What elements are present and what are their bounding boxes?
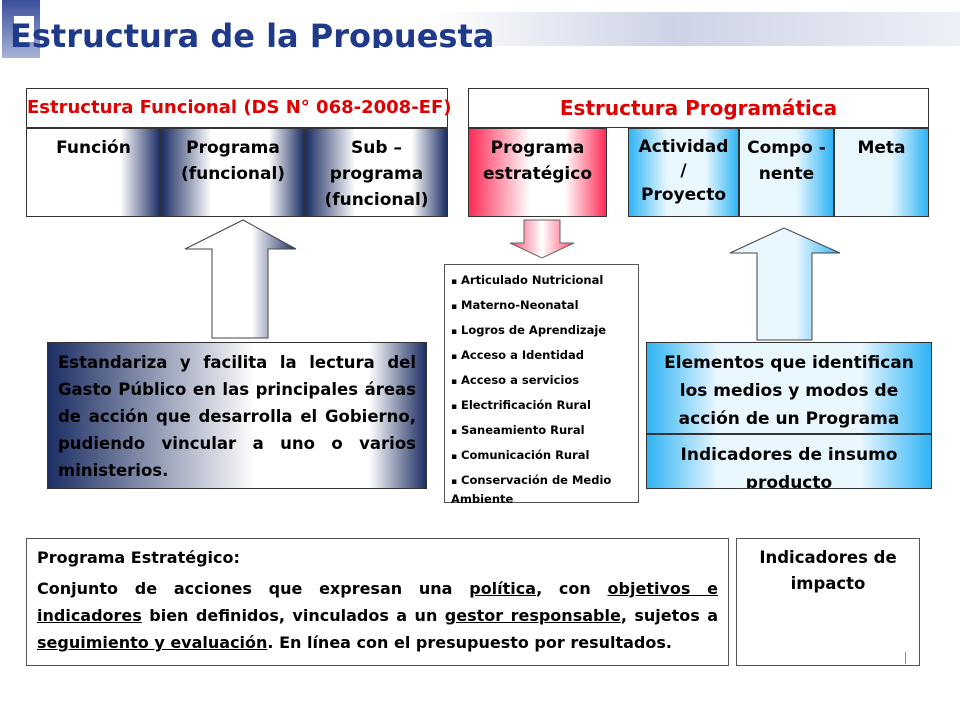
- funcional-cell-programa: Programa (funcional): [161, 128, 305, 217]
- page-tick: [905, 652, 906, 664]
- up-arrow-right-icon: [729, 227, 841, 341]
- bullet-icon: ▪: [451, 277, 458, 287]
- definition-term: seguimiento y evaluación: [37, 633, 268, 652]
- definition-term: política: [469, 579, 537, 598]
- list-item: ▪Logros de Aprendizaje: [451, 319, 632, 344]
- funcional-cell-text: Función: [56, 138, 131, 158]
- definition-segment: , con: [536, 579, 608, 598]
- list-item: ▪Saneamiento Rural: [451, 419, 632, 444]
- funcional-description-text: Estandariza y facilita la lectura del Ga…: [58, 353, 416, 480]
- list-item-label: Comunicación Rural: [461, 448, 590, 462]
- definition-term: gestor responsable: [444, 606, 621, 625]
- list-item: ▪Acceso a servicios: [451, 369, 632, 394]
- list-item-label: Logros de Aprendizaje: [461, 323, 607, 337]
- funcional-cell-text: Programa (funcional): [180, 138, 286, 184]
- impacto-line: impacto: [790, 574, 866, 593]
- indicadores-insumo-box: Indicadores de insumo producto: [646, 434, 932, 489]
- elements-line: acción de un Programa: [678, 409, 900, 429]
- up-arrow-left-icon: [184, 219, 297, 339]
- programa-estrategico-box: Programa Estratégico: Conjunto de accion…: [26, 538, 729, 666]
- program-list-box: ▪Articulado Nutricional ▪Materno-Neonata…: [444, 264, 639, 506]
- bullet-icon: ▪: [451, 452, 458, 462]
- bullet-icon: ▪: [451, 402, 458, 412]
- list-item: ▪Acceso a Identidad: [451, 344, 632, 369]
- definition-term: objetivos e indicadores: [37, 579, 718, 625]
- funcional-header: Estructura Funcional (DS N° 068-2008-EF): [26, 88, 452, 128]
- definition-segment: . En línea con el presupuesto por result…: [267, 633, 672, 652]
- page-title: Estructura de la Propuesta: [10, 17, 495, 48]
- list-item-label: Materno-Neonatal: [461, 298, 579, 312]
- program-list: ▪Articulado Nutricional ▪Materno-Neonata…: [451, 269, 632, 508]
- programatica-cell-text: Meta: [857, 138, 906, 158]
- list-item-label: Articulado Nutricional: [461, 273, 604, 287]
- title-decoration-inner: [14, 16, 34, 42]
- elements-line: Elementos que identifican: [664, 353, 914, 373]
- down-arrow-pink-icon: [509, 219, 575, 259]
- funcional-description-box: Estandariza y facilita la lectura del Ga…: [47, 342, 427, 489]
- bullet-icon: ▪: [451, 352, 458, 362]
- title-bar: [0, 12, 960, 46]
- definition-segment: , sujetos a: [620, 606, 718, 625]
- list-item-label: Acceso a Identidad: [461, 348, 585, 362]
- programatica-cell-actividad: Actividad / Proyecto: [628, 128, 739, 217]
- list-item: ▪Electrificación Rural: [451, 394, 632, 419]
- programatica-cell-text: Programa estratégico: [482, 138, 593, 184]
- definition-segment: Conjunto de acciones que expresan una: [37, 579, 470, 598]
- programatica-cell-programa-estrategico: Programa estratégico: [468, 128, 607, 217]
- list-item-label: Electrificación Rural: [461, 398, 591, 412]
- funcional-cell-funcion: Función: [26, 128, 161, 217]
- bullet-icon: ▪: [451, 327, 458, 337]
- list-item-label: Saneamiento Rural: [461, 423, 585, 437]
- elements-box: Elementos que identifican los medios y m…: [646, 342, 932, 434]
- funcional-cell-text: Sub – programa (funcional): [324, 138, 429, 210]
- list-item: ▪Materno-Neonatal: [451, 294, 632, 319]
- indicadores-insumo-line: producto: [745, 473, 833, 489]
- funcional-cell-subprograma: Sub – programa (funcional): [305, 128, 448, 217]
- indicadores-impacto-box: Indicadores de impacto: [736, 538, 920, 666]
- programatica-cell-meta: Meta: [834, 128, 929, 217]
- programatica-cell-text: Compo - nente: [747, 138, 826, 184]
- impacto-line: Indicadores de: [759, 548, 897, 567]
- programa-estrategico-heading: Programa Estratégico:: [37, 548, 240, 567]
- programa-estrategico-body: Conjunto de acciones que expresan una po…: [37, 575, 718, 656]
- list-item: ▪Articulado Nutricional: [451, 269, 632, 294]
- list-item: ▪Conservación de Medio Ambiente: [451, 472, 632, 508]
- funcional-header-text: Estructura Funcional (DS N° 068-2008-EF): [27, 97, 452, 118]
- list-item-label: Acceso a servicios: [461, 373, 580, 387]
- bullet-icon: ▪: [451, 302, 458, 312]
- indicadores-insumo-line: Indicadores de insumo: [680, 445, 898, 465]
- programatica-gap: [607, 128, 628, 217]
- bullet-icon: ▪: [451, 427, 458, 437]
- list-item-label: Conservación de Medio Ambiente: [451, 473, 612, 506]
- programatica-cell-componente: Compo - nente: [739, 128, 834, 217]
- list-item: ▪Comunicación Rural: [451, 444, 632, 469]
- bullet-icon: ▪: [451, 377, 458, 387]
- programatica-header: Estructura Programática: [468, 88, 929, 128]
- programatica-cell-text: Actividad / Proyecto: [638, 137, 729, 205]
- programatica-header-text: Estructura Programática: [559, 96, 838, 120]
- elements-line: los medios y modos de: [679, 381, 899, 401]
- bullet-icon: ▪: [451, 477, 458, 487]
- definition-segment: bien definidos, vinculados a un: [141, 606, 445, 625]
